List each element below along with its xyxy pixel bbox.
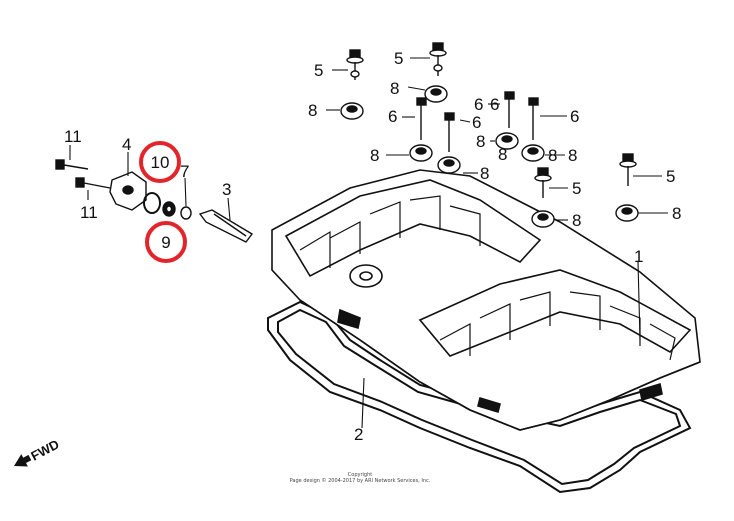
breather-assembly: [55, 159, 254, 243]
bolt-6-d: [528, 97, 539, 140]
callout-label: 6: [388, 107, 397, 126]
callout-label: 8: [568, 146, 577, 165]
copyright-line: Page design © 2004-2017 by ARI Network S…: [289, 478, 431, 484]
callout-label: 1: [634, 247, 643, 266]
callout-label: 8: [476, 132, 485, 151]
callout-label: 6: [474, 95, 483, 114]
callout-label: 8: [548, 146, 557, 165]
seal-washer-8-e: [495, 132, 519, 150]
highlight-ring: [145, 221, 187, 263]
bolt-group: [340, 42, 639, 228]
copyright-line: Copyright: [347, 472, 373, 478]
seal-washer-8-a: [340, 102, 364, 120]
callout-label: 6: [490, 95, 499, 114]
cylinder-head-cover: [271, 169, 701, 431]
fwd-label: FWD: [28, 437, 61, 464]
callout-label: 8: [308, 101, 317, 120]
leader-lines: [69, 57, 668, 429]
callout-label: 8: [672, 204, 681, 223]
o-ring-10: [143, 192, 161, 214]
callout-label: 4: [122, 135, 131, 154]
arrow-left-icon: [14, 454, 32, 467]
callout-label: 8: [498, 145, 507, 164]
highlighted-part-label: 10: [151, 153, 170, 172]
callout-label: 3: [222, 180, 231, 199]
forward-direction-marker: FWD: [14, 437, 62, 467]
callout-label: 5: [394, 49, 403, 68]
callout-label: 2: [354, 425, 363, 444]
bolt-6-c: [504, 91, 515, 128]
callout-label: 8: [370, 146, 379, 165]
callout-label: 11: [80, 203, 98, 222]
seal-washer-8-h: [615, 204, 639, 222]
bolt-5-c: [534, 167, 552, 198]
head-cover-gasket: [267, 300, 692, 494]
highlighted-part-label: 9: [161, 233, 170, 252]
bolt-11-a: [55, 159, 89, 170]
callout-label: 8: [480, 164, 489, 183]
seal-washer-8-f: [521, 144, 545, 162]
seal-washer-8-b: [424, 85, 448, 103]
breather-tube: [198, 209, 254, 243]
callout-label: 7: [180, 162, 189, 181]
highlight-part-10[interactable]: 10: [139, 141, 181, 183]
copyright-notice: Copyright Page design © 2004-2017 by ARI…: [250, 472, 470, 484]
bolt-5-d: [619, 153, 637, 186]
washer-7: [180, 206, 192, 220]
seal-washer-8-c: [409, 144, 433, 162]
bolt-6-b: [444, 112, 455, 152]
bolt-5-a: [346, 49, 364, 80]
callout-label: 8: [390, 79, 399, 98]
callout-label: 5: [314, 61, 323, 80]
callout-label: 11: [64, 127, 82, 146]
bolt-6-a: [416, 97, 427, 140]
highlight-part-9[interactable]: 9: [145, 221, 187, 263]
callout-label: 8: [572, 211, 581, 230]
callout-label: 5: [666, 167, 675, 186]
seal-washer-8-d: [437, 156, 461, 174]
highlight-ring: [139, 141, 181, 183]
seal-washer-8-g: [531, 210, 555, 228]
callout-label: 5: [572, 179, 581, 198]
callout-label: 6: [472, 113, 481, 132]
callout-label: 6: [570, 107, 579, 126]
callout-labels: 11 11 4 7 3 1 2 5 5 5 5 8 8 8 8 8 8 8 8 …: [64, 49, 681, 444]
bolt-5-b: [429, 42, 447, 76]
bolt-11-b: [75, 177, 111, 189]
